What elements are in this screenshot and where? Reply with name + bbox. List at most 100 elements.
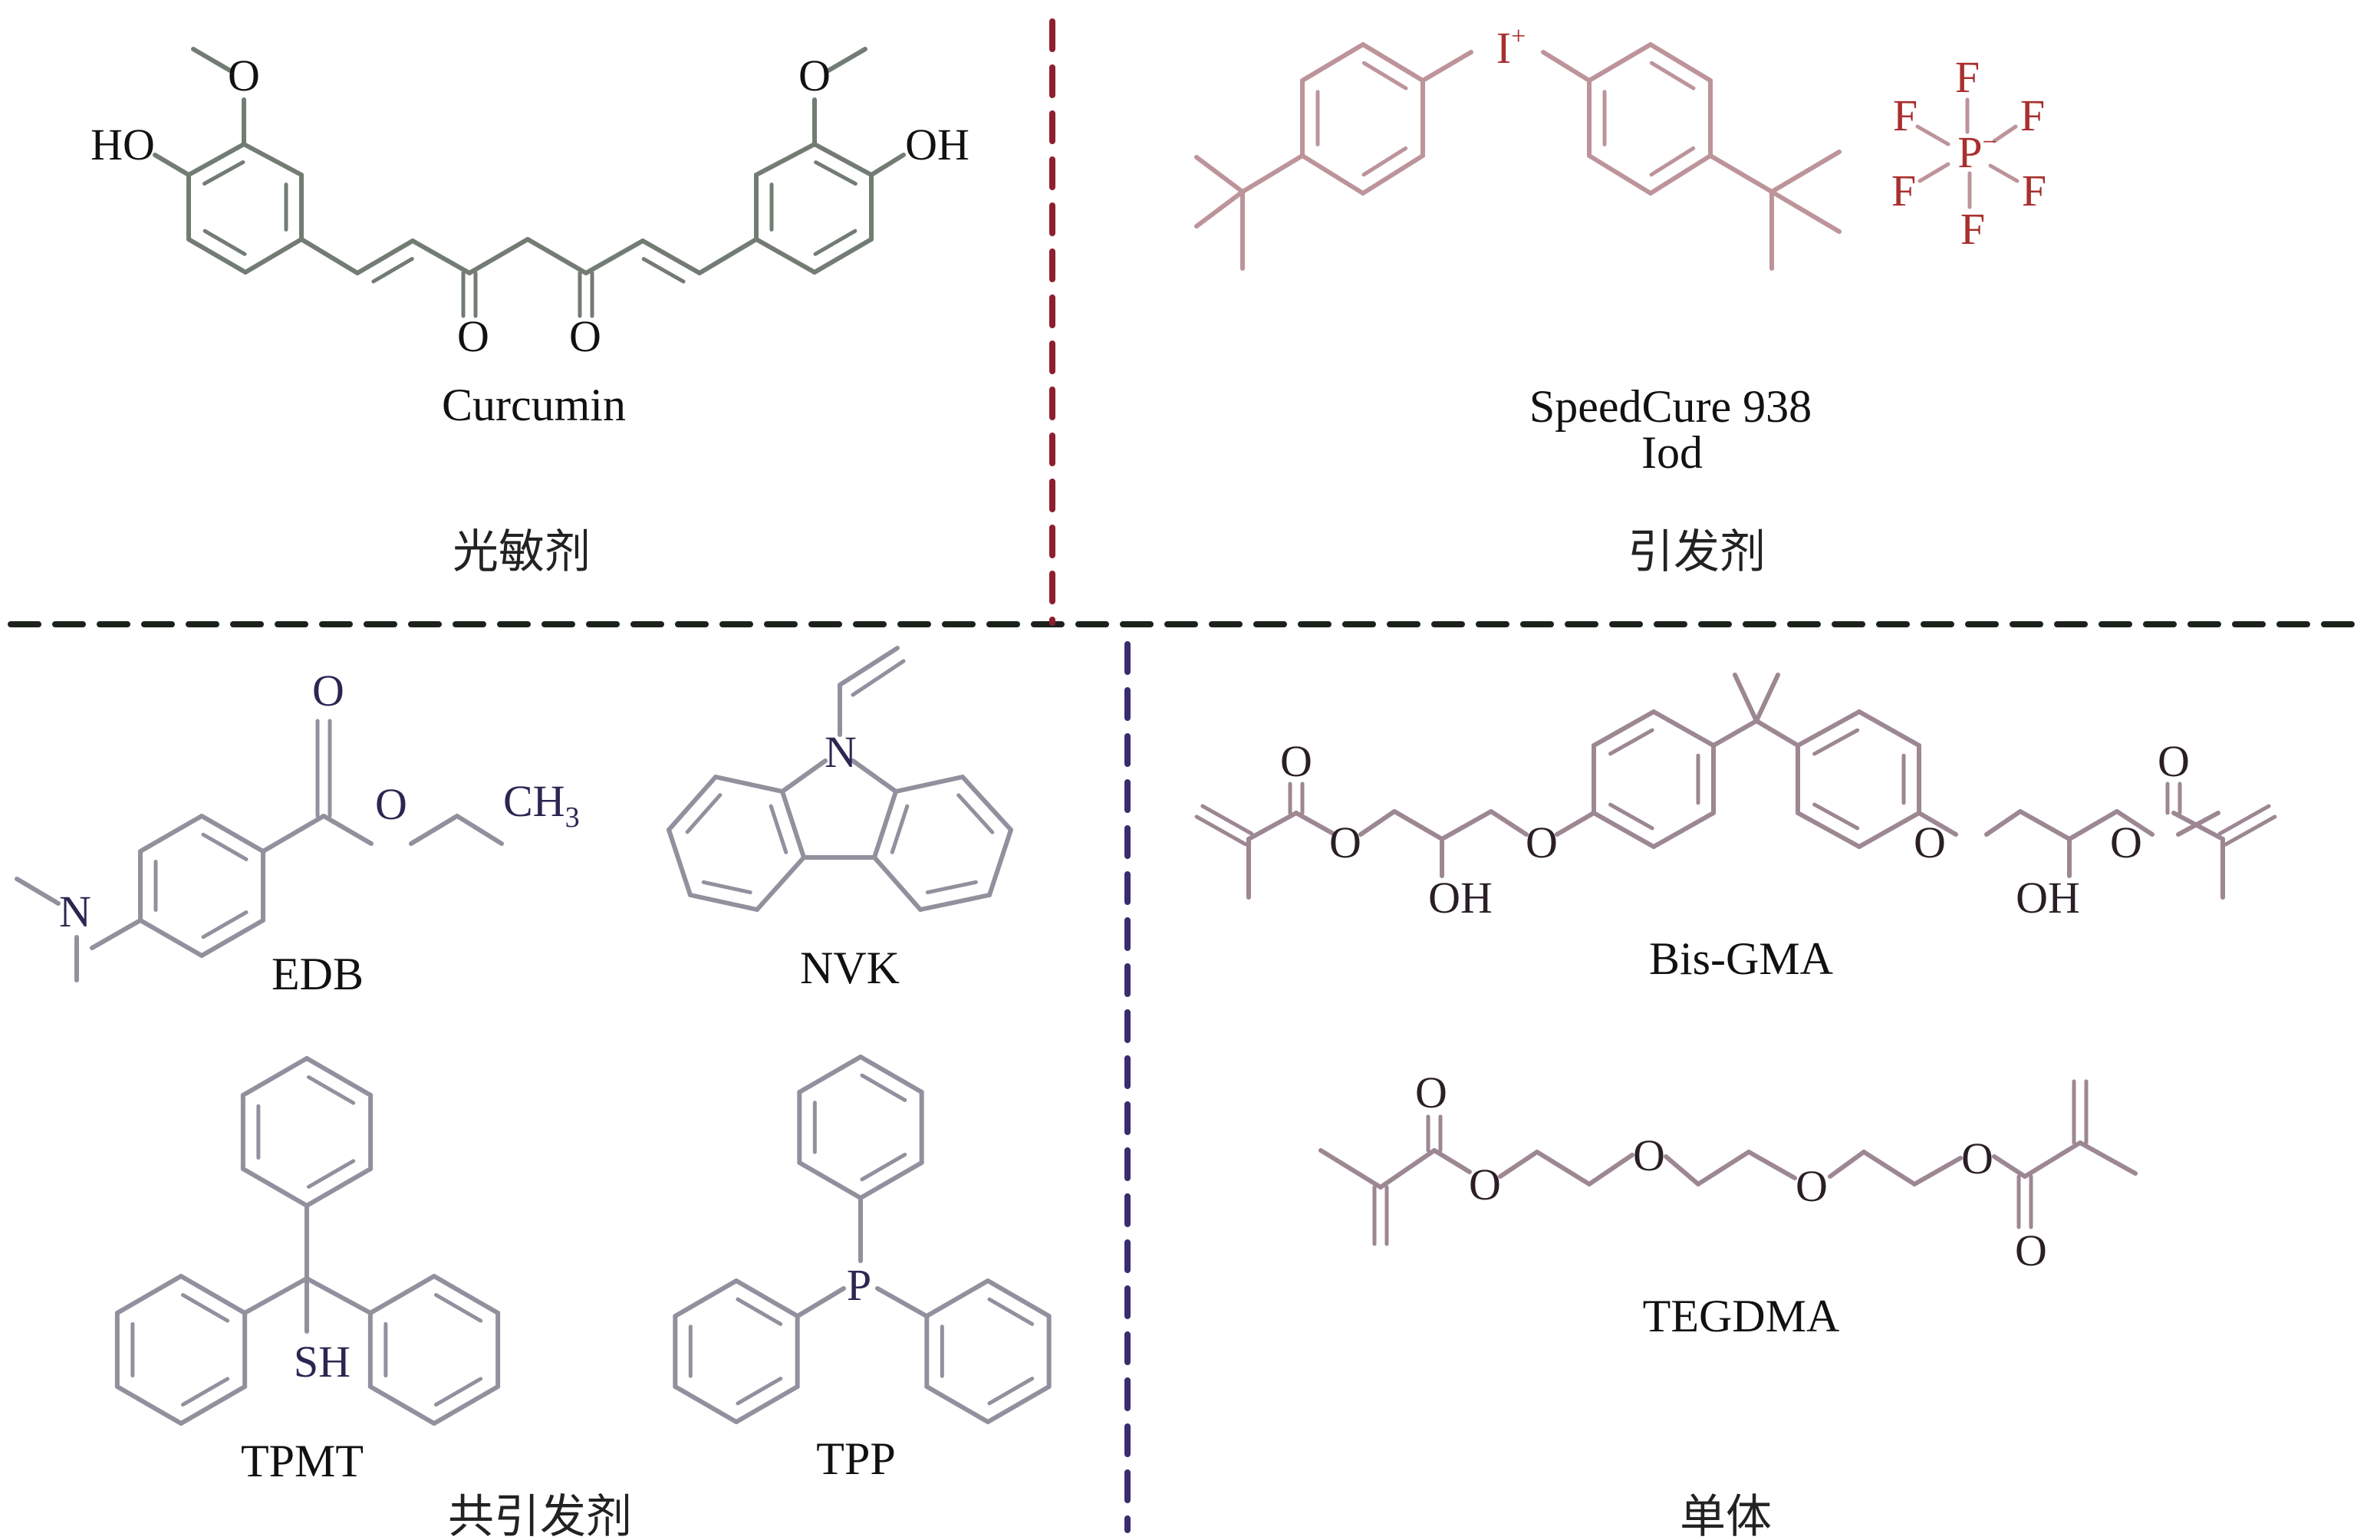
chain-bond xyxy=(525,237,588,275)
chain-bond xyxy=(355,239,415,275)
double-bond xyxy=(1649,146,1696,177)
chain-bond xyxy=(299,237,360,275)
atom-label: O xyxy=(2110,818,2142,867)
ring-bond xyxy=(1648,153,1713,196)
ring-bond xyxy=(924,1278,990,1318)
double-bond xyxy=(1361,146,1408,177)
double-bond xyxy=(202,160,245,186)
compound-name-tpmt: TPMT xyxy=(241,1436,364,1486)
double-bond xyxy=(701,880,752,895)
double-bond xyxy=(1194,814,1248,847)
ring-bond xyxy=(179,1384,248,1426)
atom-label: O xyxy=(569,311,601,361)
atom-label: OH xyxy=(905,120,969,169)
atom-label: O xyxy=(1469,1160,1501,1209)
chain-bond xyxy=(1754,719,1800,748)
ring-bond xyxy=(688,893,759,912)
chain-bond xyxy=(2115,809,2155,837)
atom-label: O xyxy=(1633,1130,1665,1180)
ring-bond xyxy=(673,1384,739,1424)
atom-label: O xyxy=(312,666,344,716)
atom-label: O xyxy=(1796,1161,1828,1211)
chain-bond xyxy=(795,1286,846,1318)
chain-bond xyxy=(1246,811,1299,841)
chain-bond xyxy=(1498,1150,1539,1179)
double-bond xyxy=(433,1377,483,1407)
ring-bond xyxy=(240,1056,309,1097)
double-bond xyxy=(813,229,858,256)
chain-bond xyxy=(1587,1153,1634,1186)
double-bond xyxy=(371,257,414,284)
double-bond xyxy=(433,1293,483,1323)
ring-bond xyxy=(138,814,204,854)
atom-label: O xyxy=(457,311,489,361)
ring-bond xyxy=(872,789,898,860)
atom-label: P xyxy=(847,1260,871,1310)
double-bond xyxy=(202,229,247,256)
atom-label: HO xyxy=(91,120,155,169)
ring-bond xyxy=(713,775,785,794)
ring-bond xyxy=(812,237,874,275)
ring-bond xyxy=(894,775,965,794)
ring-bond xyxy=(432,1384,501,1426)
ring-bond xyxy=(1592,709,1656,748)
ring-bond xyxy=(755,855,806,912)
double-bond xyxy=(956,793,995,834)
compound-name-edb: EDB xyxy=(272,949,364,999)
chain-bond xyxy=(409,814,459,846)
chain-bond xyxy=(1746,1150,1797,1180)
ring-bond xyxy=(924,1384,990,1424)
bond-methyl xyxy=(1194,189,1245,229)
bond-methyl xyxy=(15,877,61,906)
chain-bond xyxy=(1984,809,2023,837)
ring-bond xyxy=(1857,811,1921,849)
atom-label: CH3 xyxy=(503,776,580,834)
structures-coinitiators xyxy=(15,646,1052,1426)
compound-name-nvk: NVK xyxy=(800,943,900,993)
double-bond xyxy=(306,1075,356,1105)
chain-bond xyxy=(2171,811,2225,841)
compound-name-tpp: TPP xyxy=(816,1433,895,1484)
ring-bond xyxy=(1300,153,1365,196)
compound-name-tegdma: TEGDMA xyxy=(1643,1291,1840,1341)
bond-methyl xyxy=(826,47,867,73)
ring-bond xyxy=(667,775,718,832)
atom-label-fluorine: F xyxy=(2022,166,2046,216)
chain-bond xyxy=(1392,809,1444,841)
bond-p-f xyxy=(1992,124,2018,143)
double-bond xyxy=(201,910,249,939)
ring-bond xyxy=(114,1274,183,1315)
atom-label: N xyxy=(59,887,91,936)
chain-bond xyxy=(410,239,472,275)
atom-label-fluorine: F xyxy=(1960,204,1985,254)
double-bond xyxy=(987,1297,1035,1326)
ring-bond xyxy=(304,1056,374,1097)
ring-bond xyxy=(240,1167,309,1208)
atom-label-fluorine: F xyxy=(1955,52,1980,102)
double-bond xyxy=(1812,728,1860,756)
ring-bond xyxy=(987,828,1013,897)
compound-name-curcumin: Curcumin xyxy=(442,380,626,430)
double-bond xyxy=(685,793,723,834)
bond-iodine xyxy=(1541,50,1592,83)
bond-p-f xyxy=(1915,124,1950,146)
chain-bond xyxy=(1358,809,1397,837)
double-bond xyxy=(814,160,858,186)
atom-label-fluorine: F xyxy=(1893,90,1917,140)
double-bond xyxy=(180,1293,230,1323)
chain-bond xyxy=(90,918,143,950)
ring-bond xyxy=(858,1055,924,1094)
ring-bond xyxy=(734,1278,800,1318)
atom-label: O xyxy=(2015,1226,2047,1275)
ring-bond xyxy=(1857,709,1921,748)
double-bond xyxy=(860,1153,907,1182)
ring-bond xyxy=(754,237,817,275)
category-label-initiator: 引发剂 xyxy=(1628,527,1766,578)
double-bond xyxy=(180,1377,230,1407)
ring-bond xyxy=(243,237,304,275)
panel-dividers xyxy=(8,18,2358,1533)
compound-name-speedcure-938: SpeedCure 938 xyxy=(1529,381,1812,432)
ring-bond xyxy=(1651,709,1716,748)
chain-bond xyxy=(1378,1148,1437,1190)
atom-label-phosphorus: P− xyxy=(1957,127,1997,177)
